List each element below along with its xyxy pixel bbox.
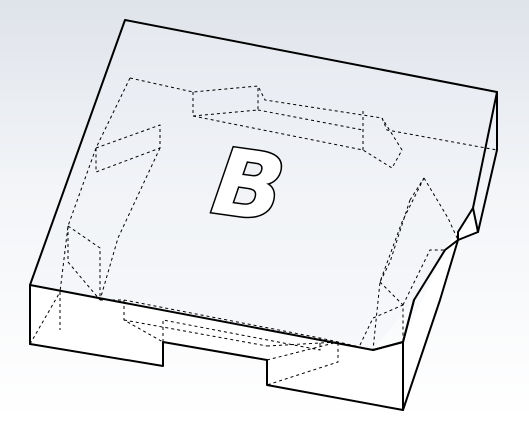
engraved-letter: B (206, 128, 290, 244)
top-face (30, 20, 497, 350)
visible-edges (29, 19, 498, 411)
front-face (30, 285, 403, 410)
